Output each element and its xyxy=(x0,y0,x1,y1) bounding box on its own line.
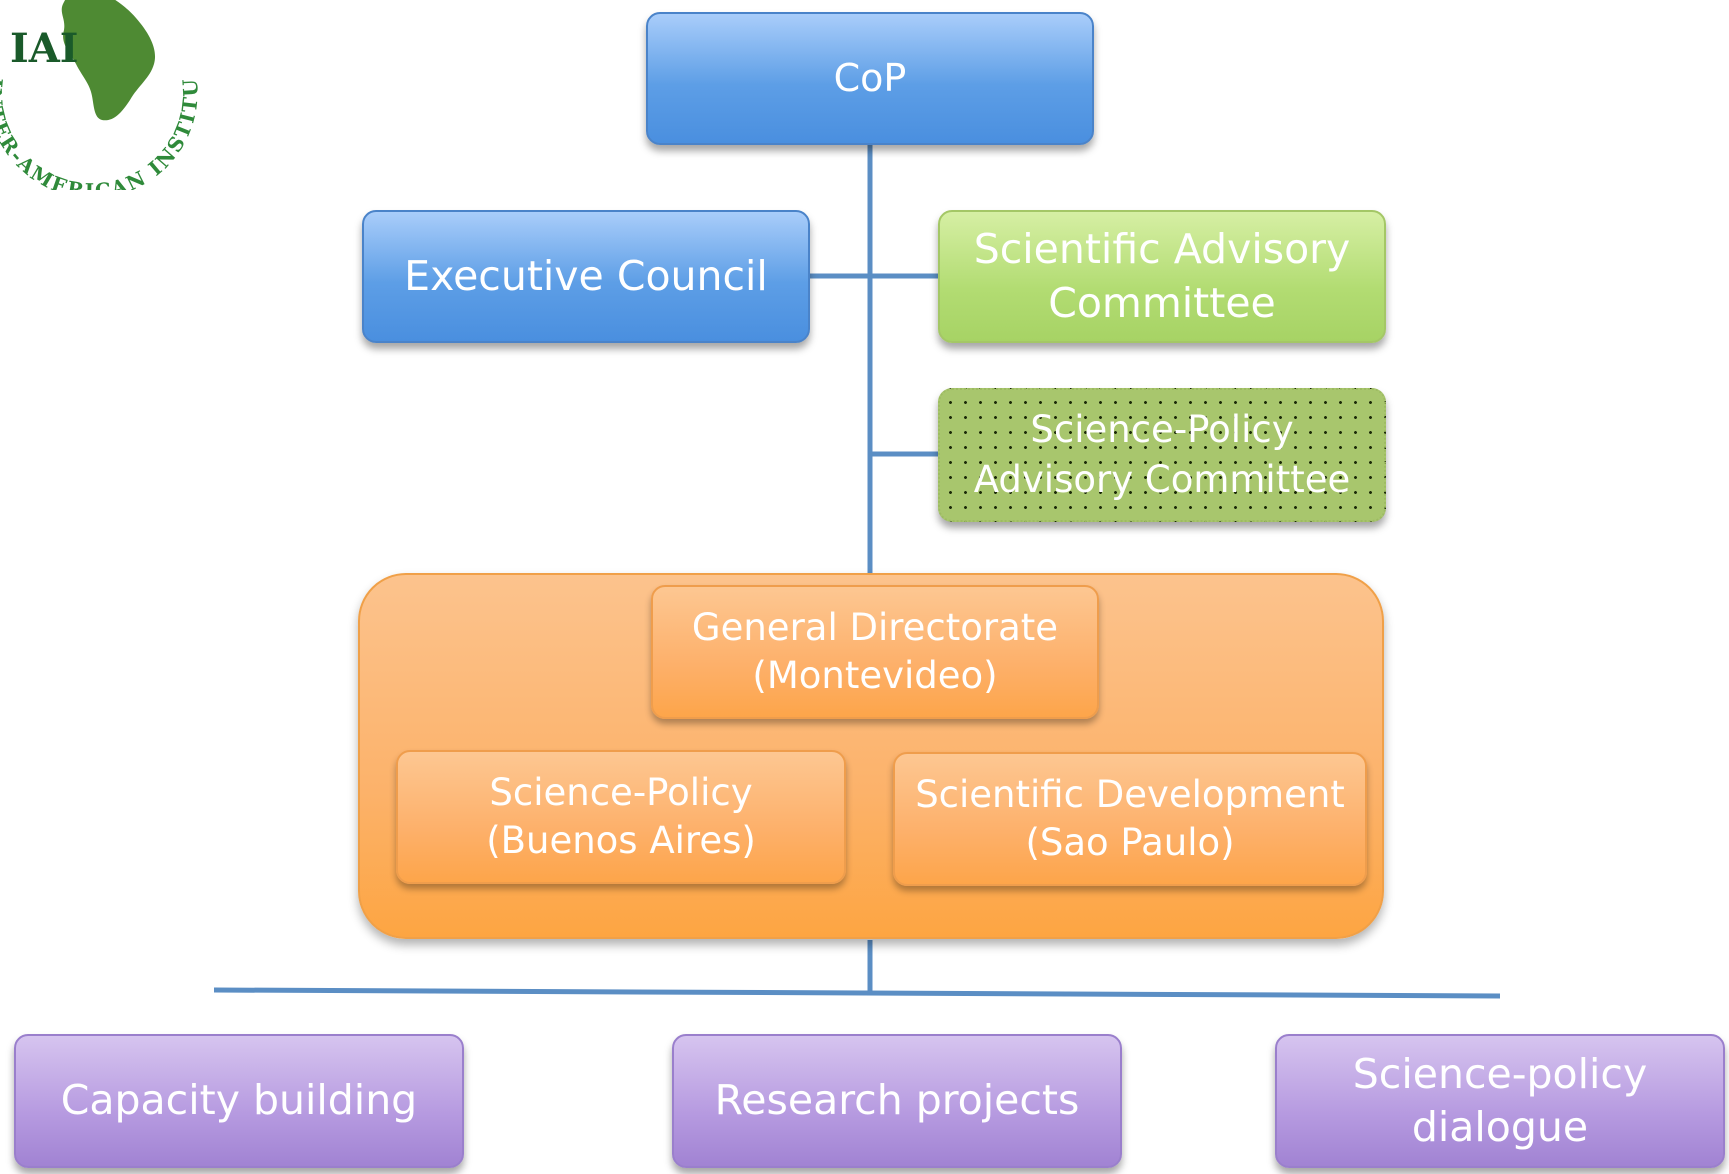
node-sac-line1: Scientific Advisory xyxy=(973,225,1351,274)
continent-icon xyxy=(61,0,155,121)
node-science-policy-dialogue: Science-policy dialogue xyxy=(1275,1034,1725,1168)
node-research-projects-label: Research projects xyxy=(714,1076,1080,1125)
node-science-policy-line1: Science-Policy xyxy=(489,770,753,814)
node-executive-council: Executive Council xyxy=(362,210,810,343)
iai-logo: IAI INTER-AMERICAN INSTITUTE FOR GLOBAL … xyxy=(0,0,201,190)
node-cop: CoP xyxy=(646,12,1094,145)
node-science-policy-buenos-aires: Science-Policy (Buenos Aires) xyxy=(396,750,846,884)
node-science-policy-line2: (Buenos Aires) xyxy=(486,819,756,862)
node-scientific-advisory-committee: Scientific Advisory Committee xyxy=(938,210,1386,343)
node-research-projects: Research projects xyxy=(672,1034,1122,1168)
node-scientific-development-line2: (Sao Paulo) xyxy=(1025,821,1235,864)
node-science-policy-advisory-committee: Science-Policy Advisory Committee xyxy=(938,388,1386,522)
logo-text: IAI xyxy=(10,25,78,72)
node-general-directorate: General Directorate (Montevideo) xyxy=(651,585,1099,719)
node-capacity-building: Capacity building xyxy=(14,1034,464,1168)
node-science-policy-dialogue-line2: dialogue xyxy=(1411,1103,1589,1151)
node-sac-line2: Committee xyxy=(1048,278,1276,327)
node-spac-line1: Science-Policy xyxy=(1030,408,1294,452)
node-spac-line2: Advisory Committee xyxy=(973,458,1351,501)
node-cop-label: CoP xyxy=(833,55,907,100)
node-scientific-development-sao-paulo: Scientific Development (Sao Paulo) xyxy=(893,752,1367,886)
node-science-policy-dialogue-line1: Science-policy xyxy=(1352,1049,1648,1098)
node-capacity-building-label: Capacity building xyxy=(60,1076,418,1125)
node-scientific-development-line1: Scientific Development xyxy=(915,772,1345,816)
node-general-directorate-line1: General Directorate xyxy=(691,605,1059,649)
connector-bus xyxy=(213,987,1501,999)
node-executive-council-label: Executive Council xyxy=(404,251,768,300)
node-general-directorate-line2: (Montevideo) xyxy=(752,654,998,697)
